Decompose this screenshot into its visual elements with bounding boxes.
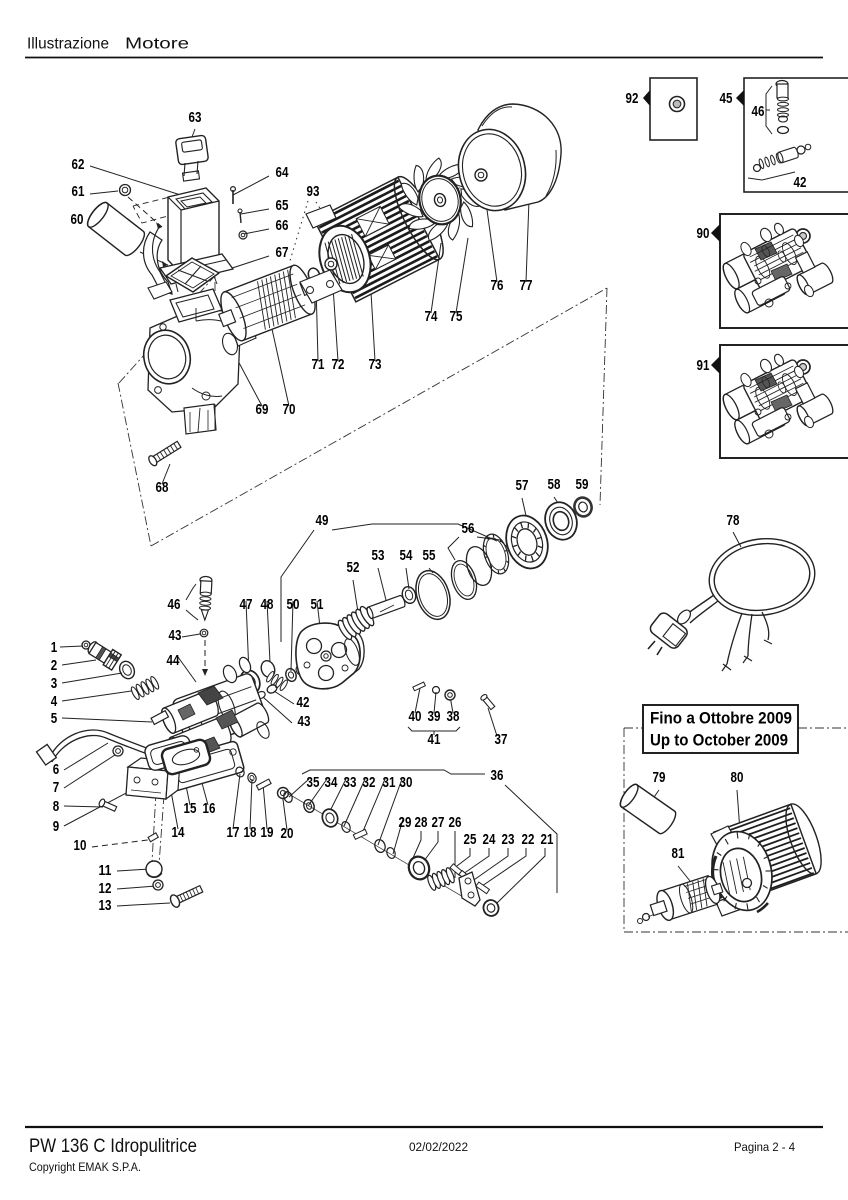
svg-text:54: 54 xyxy=(400,548,413,564)
svg-text:72: 72 xyxy=(332,357,345,373)
svg-text:57: 57 xyxy=(516,478,529,494)
svg-text:75: 75 xyxy=(450,309,463,325)
svg-text:43: 43 xyxy=(298,714,311,730)
svg-text:Up to October 2009: Up to October 2009 xyxy=(650,732,788,750)
svg-text:24: 24 xyxy=(483,832,496,848)
svg-text:7: 7 xyxy=(53,780,59,796)
svg-text:45: 45 xyxy=(720,91,733,107)
svg-text:62: 62 xyxy=(72,157,85,173)
svg-text:80: 80 xyxy=(731,770,744,786)
svg-text:18: 18 xyxy=(244,825,257,841)
svg-text:76: 76 xyxy=(491,278,504,294)
svg-text:Illustrazione: Illustrazione xyxy=(27,36,109,53)
svg-text:29: 29 xyxy=(399,815,412,831)
svg-text:52: 52 xyxy=(347,560,360,576)
svg-text:26: 26 xyxy=(449,815,462,831)
svg-text:77: 77 xyxy=(520,278,533,294)
svg-text:23: 23 xyxy=(502,832,515,848)
svg-text:15: 15 xyxy=(184,801,197,817)
svg-text:47: 47 xyxy=(240,597,253,613)
svg-text:42: 42 xyxy=(297,695,310,711)
svg-text:51: 51 xyxy=(311,597,324,613)
svg-text:39: 39 xyxy=(428,709,441,725)
svg-text:5: 5 xyxy=(51,711,57,727)
svg-text:70: 70 xyxy=(283,402,296,418)
svg-text:17: 17 xyxy=(227,825,240,841)
svg-text:16: 16 xyxy=(203,801,216,817)
svg-text:36: 36 xyxy=(491,768,504,784)
svg-text:68: 68 xyxy=(156,480,169,496)
svg-text:55: 55 xyxy=(423,548,436,564)
svg-text:PW 136 C Idropulitrice: PW 136 C Idropulitrice xyxy=(29,1135,197,1157)
svg-text:3: 3 xyxy=(51,676,57,692)
svg-text:13: 13 xyxy=(99,898,112,914)
svg-text:74: 74 xyxy=(425,309,438,325)
svg-text:2: 2 xyxy=(51,658,57,674)
svg-text:60: 60 xyxy=(71,212,84,228)
svg-text:66: 66 xyxy=(276,218,289,234)
svg-text:79: 79 xyxy=(653,770,666,786)
svg-text:69: 69 xyxy=(256,402,269,418)
svg-text:49: 49 xyxy=(316,513,329,529)
svg-text:91: 91 xyxy=(697,358,710,374)
svg-text:4: 4 xyxy=(51,694,57,710)
svg-text:Motore: Motore xyxy=(125,36,189,53)
svg-text:65: 65 xyxy=(276,198,289,214)
svg-text:21: 21 xyxy=(541,832,554,848)
svg-text:93: 93 xyxy=(307,184,320,200)
svg-text:22: 22 xyxy=(522,832,535,848)
svg-text:34: 34 xyxy=(325,775,338,791)
svg-text:58: 58 xyxy=(548,477,561,493)
svg-text:20: 20 xyxy=(281,826,294,842)
svg-text:02/02/2022: 02/02/2022 xyxy=(409,1140,468,1154)
svg-text:19: 19 xyxy=(261,825,274,841)
svg-text:59: 59 xyxy=(576,477,589,493)
svg-text:31: 31 xyxy=(383,775,396,791)
svg-text:Pagina 2 - 4: Pagina 2 - 4 xyxy=(734,1140,795,1154)
svg-text:46: 46 xyxy=(168,597,181,613)
svg-text:27: 27 xyxy=(432,815,445,831)
svg-text:25: 25 xyxy=(464,832,477,848)
svg-text:90: 90 xyxy=(697,226,710,242)
svg-text:1: 1 xyxy=(51,640,57,656)
svg-text:6: 6 xyxy=(53,762,59,778)
svg-text:Copyright EMAK S.P.A.: Copyright EMAK S.P.A. xyxy=(29,1160,141,1174)
svg-text:64: 64 xyxy=(276,165,289,181)
svg-text:81: 81 xyxy=(672,846,685,862)
svg-text:67: 67 xyxy=(276,245,289,261)
svg-text:40: 40 xyxy=(409,709,422,725)
svg-text:14: 14 xyxy=(172,825,185,841)
svg-text:9: 9 xyxy=(53,819,59,835)
svg-text:37: 37 xyxy=(495,732,508,748)
svg-text:12: 12 xyxy=(99,881,112,897)
svg-text:42: 42 xyxy=(794,175,807,191)
svg-text:41: 41 xyxy=(428,732,441,748)
svg-text:43: 43 xyxy=(169,628,182,644)
svg-text:30: 30 xyxy=(400,775,413,791)
svg-text:50: 50 xyxy=(287,597,300,613)
svg-text:33: 33 xyxy=(344,775,357,791)
svg-text:53: 53 xyxy=(372,548,385,564)
svg-text:28: 28 xyxy=(415,815,428,831)
svg-text:56: 56 xyxy=(462,521,475,537)
svg-text:Fino a Ottobre 2009: Fino a Ottobre 2009 xyxy=(650,710,792,728)
svg-text:32: 32 xyxy=(363,775,376,791)
svg-text:61: 61 xyxy=(72,184,85,200)
svg-text:38: 38 xyxy=(447,709,460,725)
svg-text:73: 73 xyxy=(369,357,382,373)
svg-text:8: 8 xyxy=(53,799,59,815)
svg-text:63: 63 xyxy=(189,110,202,126)
svg-text:71: 71 xyxy=(312,357,325,373)
svg-text:10: 10 xyxy=(74,838,87,854)
svg-text:78: 78 xyxy=(727,513,740,529)
svg-text:44: 44 xyxy=(167,653,180,669)
svg-text:11: 11 xyxy=(99,863,112,879)
svg-text:48: 48 xyxy=(261,597,274,613)
svg-text:35: 35 xyxy=(307,775,320,791)
svg-text:92: 92 xyxy=(626,91,639,107)
svg-text:46: 46 xyxy=(752,104,765,120)
